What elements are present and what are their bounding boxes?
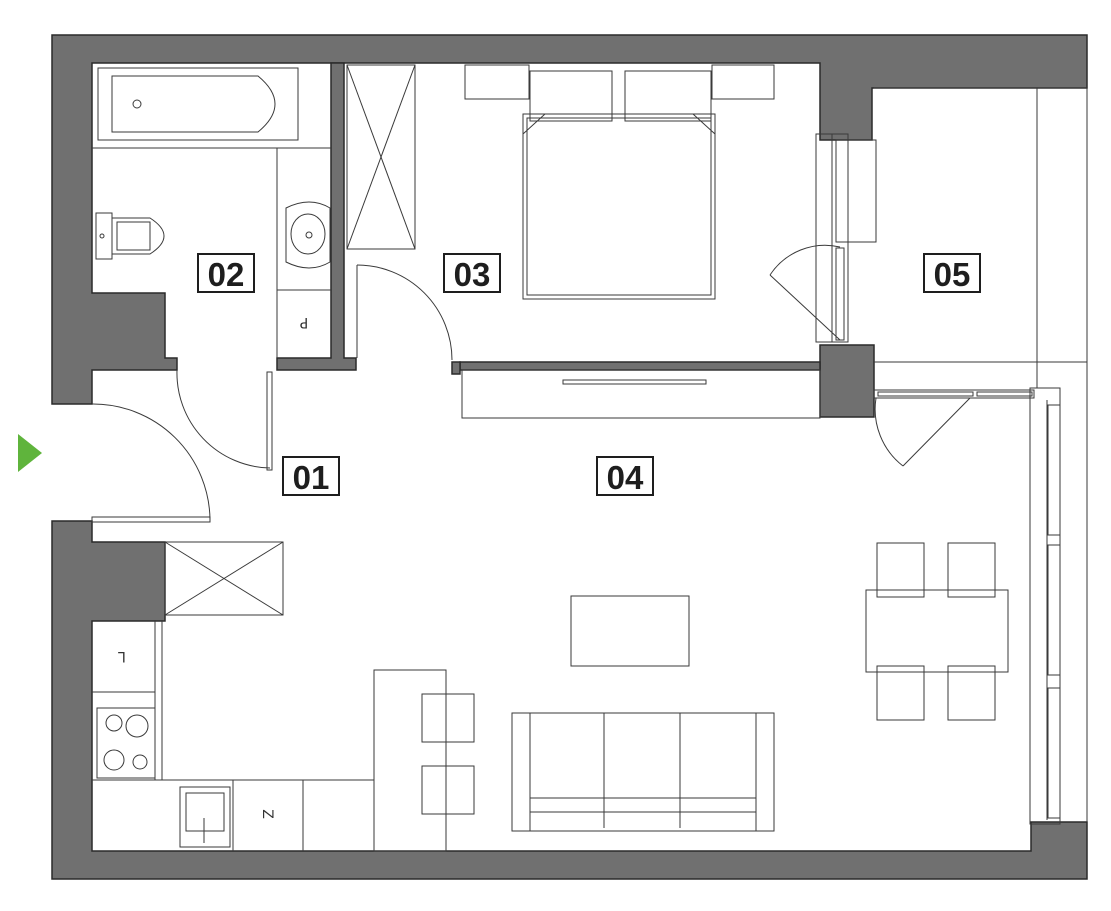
room-label-01: 01 — [282, 456, 340, 496]
dishwasher-letter: Z — [259, 809, 275, 819]
bar-stool — [421, 765, 475, 815]
kitchen-sink — [179, 786, 231, 848]
wall-bedroom-living — [459, 361, 821, 371]
wall-doorjamb — [451, 361, 461, 375]
breakfast-bar — [373, 669, 447, 852]
room-label-02: 02 — [197, 253, 255, 293]
nightstand-left — [464, 64, 530, 100]
fixtures-lines — [91, 64, 1088, 852]
sofa — [511, 712, 775, 832]
living-window-right — [1029, 387, 1061, 825]
pillow-right — [624, 70, 712, 122]
boiler-letter: P — [299, 314, 309, 330]
dining-chair — [876, 542, 925, 598]
outer-wall-left-lower — [51, 520, 1088, 880]
living-door-swing — [874, 397, 904, 467]
nightstand-right — [711, 64, 775, 100]
dining-chair — [947, 665, 996, 721]
bathtub — [97, 67, 299, 141]
toilet-bowl — [111, 217, 165, 255]
pillow-left — [529, 70, 613, 122]
coffee-table — [570, 595, 690, 667]
living-window-frame — [873, 389, 1035, 399]
dining-chair — [947, 542, 996, 598]
bed — [522, 113, 716, 300]
wardrobe — [346, 64, 416, 250]
bathtub-drain — [132, 99, 142, 109]
bathtub-inner — [111, 75, 276, 133]
wall-bathroom-bedroom — [276, 62, 357, 371]
cooktop — [96, 707, 156, 779]
fridge-letter: L — [118, 648, 126, 664]
entrance-door-leaf — [91, 516, 211, 523]
bar-stool — [421, 693, 475, 743]
room-label-05: 05 — [923, 253, 981, 293]
dining-table — [865, 589, 1009, 673]
entrance-arrow-icon — [18, 434, 42, 472]
room-label-03: 03 — [443, 253, 501, 293]
bathroom-sink — [285, 201, 331, 269]
hall-cabinet — [164, 541, 284, 616]
bedroom-door-swing — [769, 244, 841, 276]
room-label-04: 04 — [596, 456, 654, 496]
dining-chair — [876, 665, 925, 721]
living-wardrobe — [461, 369, 821, 419]
wall-bedroom-balcony — [819, 344, 875, 418]
outer-wall-left-upper — [51, 34, 1088, 405]
bathroom-door-leaf — [266, 371, 273, 471]
walls — [51, 34, 1088, 880]
